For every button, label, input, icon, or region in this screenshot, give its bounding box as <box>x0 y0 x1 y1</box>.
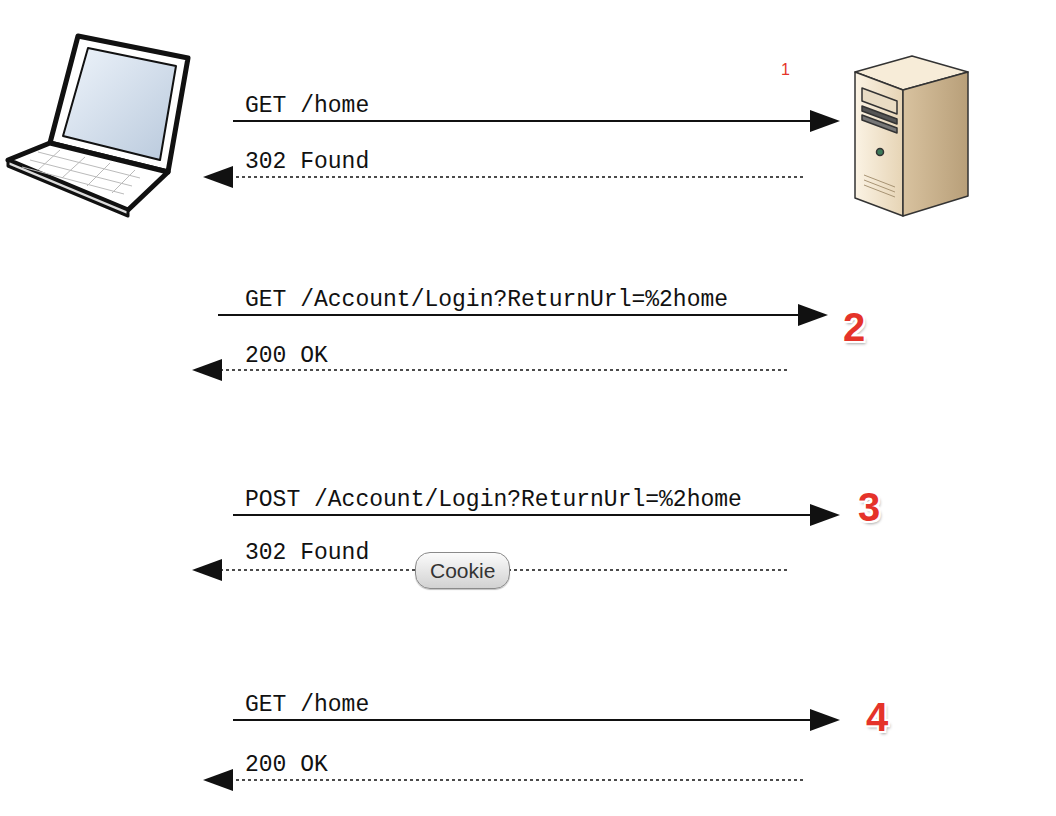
callout-number: 2 <box>843 307 865 347</box>
server-icon <box>855 56 968 216</box>
callout-number: 3 <box>858 487 880 527</box>
request-label: GET /home <box>245 95 369 118</box>
request-label: POST /Account/Login?ReturnUrl=%2home <box>245 489 742 512</box>
laptop-icon <box>8 36 188 216</box>
callout-number: 4 <box>866 697 888 737</box>
response-label: 200 OK <box>245 754 328 777</box>
request-label: GET /home <box>245 694 369 717</box>
cookie-pill: Cookie <box>415 552 510 589</box>
callout-number: 1 <box>781 62 790 78</box>
request-label: GET /Account/Login?ReturnUrl=%2home <box>245 289 728 312</box>
response-label: 302 Found <box>245 151 369 174</box>
response-label: 200 OK <box>245 345 328 368</box>
message-arrows <box>192 110 840 791</box>
cookie-label: Cookie <box>430 559 495 582</box>
response-label: 302 Found <box>245 542 369 565</box>
